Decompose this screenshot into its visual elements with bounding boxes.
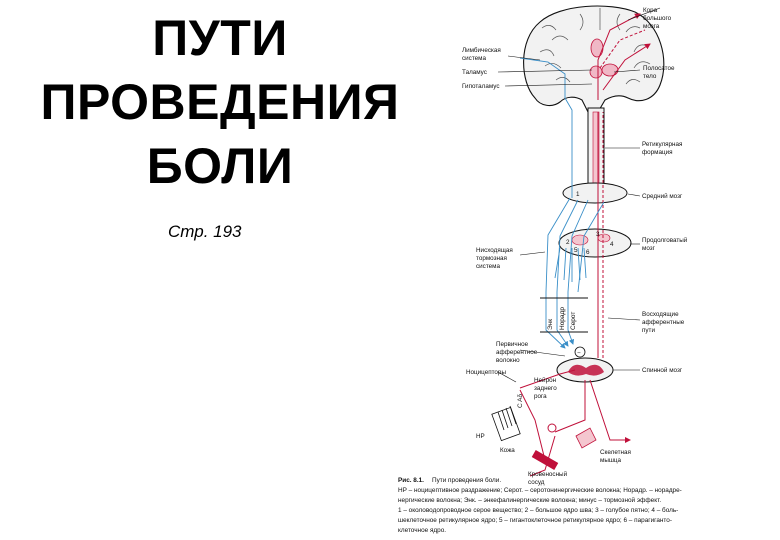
label-spinal: Спинной мозг xyxy=(642,366,683,374)
title-line: ПРОВЕДЕНИЯ xyxy=(40,74,400,130)
inhibition-symbol xyxy=(574,346,586,358)
transmitter-label: Серот xyxy=(570,312,577,330)
label-reticular: формация xyxy=(642,149,673,156)
label-muscle: Скелетная xyxy=(600,449,631,456)
minus-label: − xyxy=(577,350,581,357)
caption-line: клеточное ядро. xyxy=(398,527,446,534)
label-dorsal-horn: рога xyxy=(534,393,547,400)
label-ascending: афферентные xyxy=(642,319,685,326)
transmitter-label: Норадр xyxy=(559,307,566,330)
nuclei-markers: 1 2 3 4 5 6 xyxy=(566,191,614,256)
label-striatum: Полосатое xyxy=(643,65,675,72)
descending-pathway xyxy=(519,57,605,349)
label-cortex: мозга xyxy=(643,23,660,30)
label-cortex: большого xyxy=(643,14,672,22)
label-medulla: мозг xyxy=(642,245,656,252)
label-limbic: Лимбическая xyxy=(462,46,501,54)
caption-line: НР – ноцицептивное раздражение; Серот. –… xyxy=(398,487,682,494)
label-medulla: Продолговатый xyxy=(642,236,688,244)
label-cortex: Кора xyxy=(643,7,658,14)
label-thalamus: Таламус xyxy=(462,69,487,76)
caption-title: Пути проведения боли. xyxy=(432,476,501,484)
nucleus-label: 3 xyxy=(596,231,600,238)
label-skin: Кожа xyxy=(500,447,515,454)
label-hypothalamus: Гипоталамус xyxy=(462,83,499,90)
nucleus-label: 5 xyxy=(574,247,578,254)
nucleus-label: 2 xyxy=(566,239,570,246)
figure-caption: Рис. 8.1. Пути проведения боли. НР – ноц… xyxy=(398,476,682,534)
nucleus-label: 4 xyxy=(610,241,614,248)
label-muscle: мышца xyxy=(600,457,622,464)
title-line: БОЛИ xyxy=(146,138,294,194)
caption-line: шеклеточное ретикулярное ядро; 5 – гиган… xyxy=(398,517,672,524)
leader-lines xyxy=(497,7,661,383)
label-striatum: тело xyxy=(643,73,657,80)
nucleus-label: 6 xyxy=(586,249,590,256)
label-vessel: сосуд xyxy=(528,479,545,486)
label-ascending: пути xyxy=(642,327,655,334)
label-dorsal-horn: Нейрон xyxy=(534,376,557,384)
ascending-pathway xyxy=(519,13,651,477)
label-midbrain: Средний мозг xyxy=(642,192,683,200)
periphery xyxy=(491,405,597,470)
label-nociceptors: Ноцицепторы xyxy=(466,369,506,376)
label-vessel: Кровеносный xyxy=(528,470,568,478)
brainstem xyxy=(556,107,632,383)
label-primary-afferent: Первичное xyxy=(496,341,529,348)
label-dorsal-horn: заднего xyxy=(534,385,557,392)
label-np: НР xyxy=(476,433,485,440)
transmitter-label: Энк xyxy=(547,319,554,330)
transmitter-labels: Энк Норадр Серот xyxy=(547,307,577,330)
title-line: ПУТИ xyxy=(152,10,288,66)
caption-label: Рис. 8.1. xyxy=(398,477,424,484)
label-ascending: Восходящие xyxy=(642,311,679,318)
page-reference: Стр. 193 xyxy=(168,222,242,241)
nucleus-label: 1 xyxy=(576,191,580,198)
label-reticular: Ретикулярная xyxy=(642,141,682,148)
label-descending: тормозная xyxy=(476,255,507,262)
label-descending: Нисходящая xyxy=(476,247,513,254)
label-primary-afferent: волокно xyxy=(496,357,520,364)
caption-line: нергические волокна; Энк. – энкефалинерг… xyxy=(398,496,661,504)
figure-labels: Кора большого мозга Лимбическая система … xyxy=(462,7,688,486)
label-primary-afferent: афферентное xyxy=(496,349,538,356)
caption-line: 1 – околоводопроводное серое вещество; 2… xyxy=(398,506,678,514)
brain-section xyxy=(523,5,665,113)
label-limbic: система xyxy=(462,55,486,62)
label-fibers: C Aδ xyxy=(517,394,524,408)
slide-title: ПУТИ ПРОВЕДЕНИЯ БОЛИ xyxy=(20,6,420,198)
label-descending: система xyxy=(476,263,500,270)
